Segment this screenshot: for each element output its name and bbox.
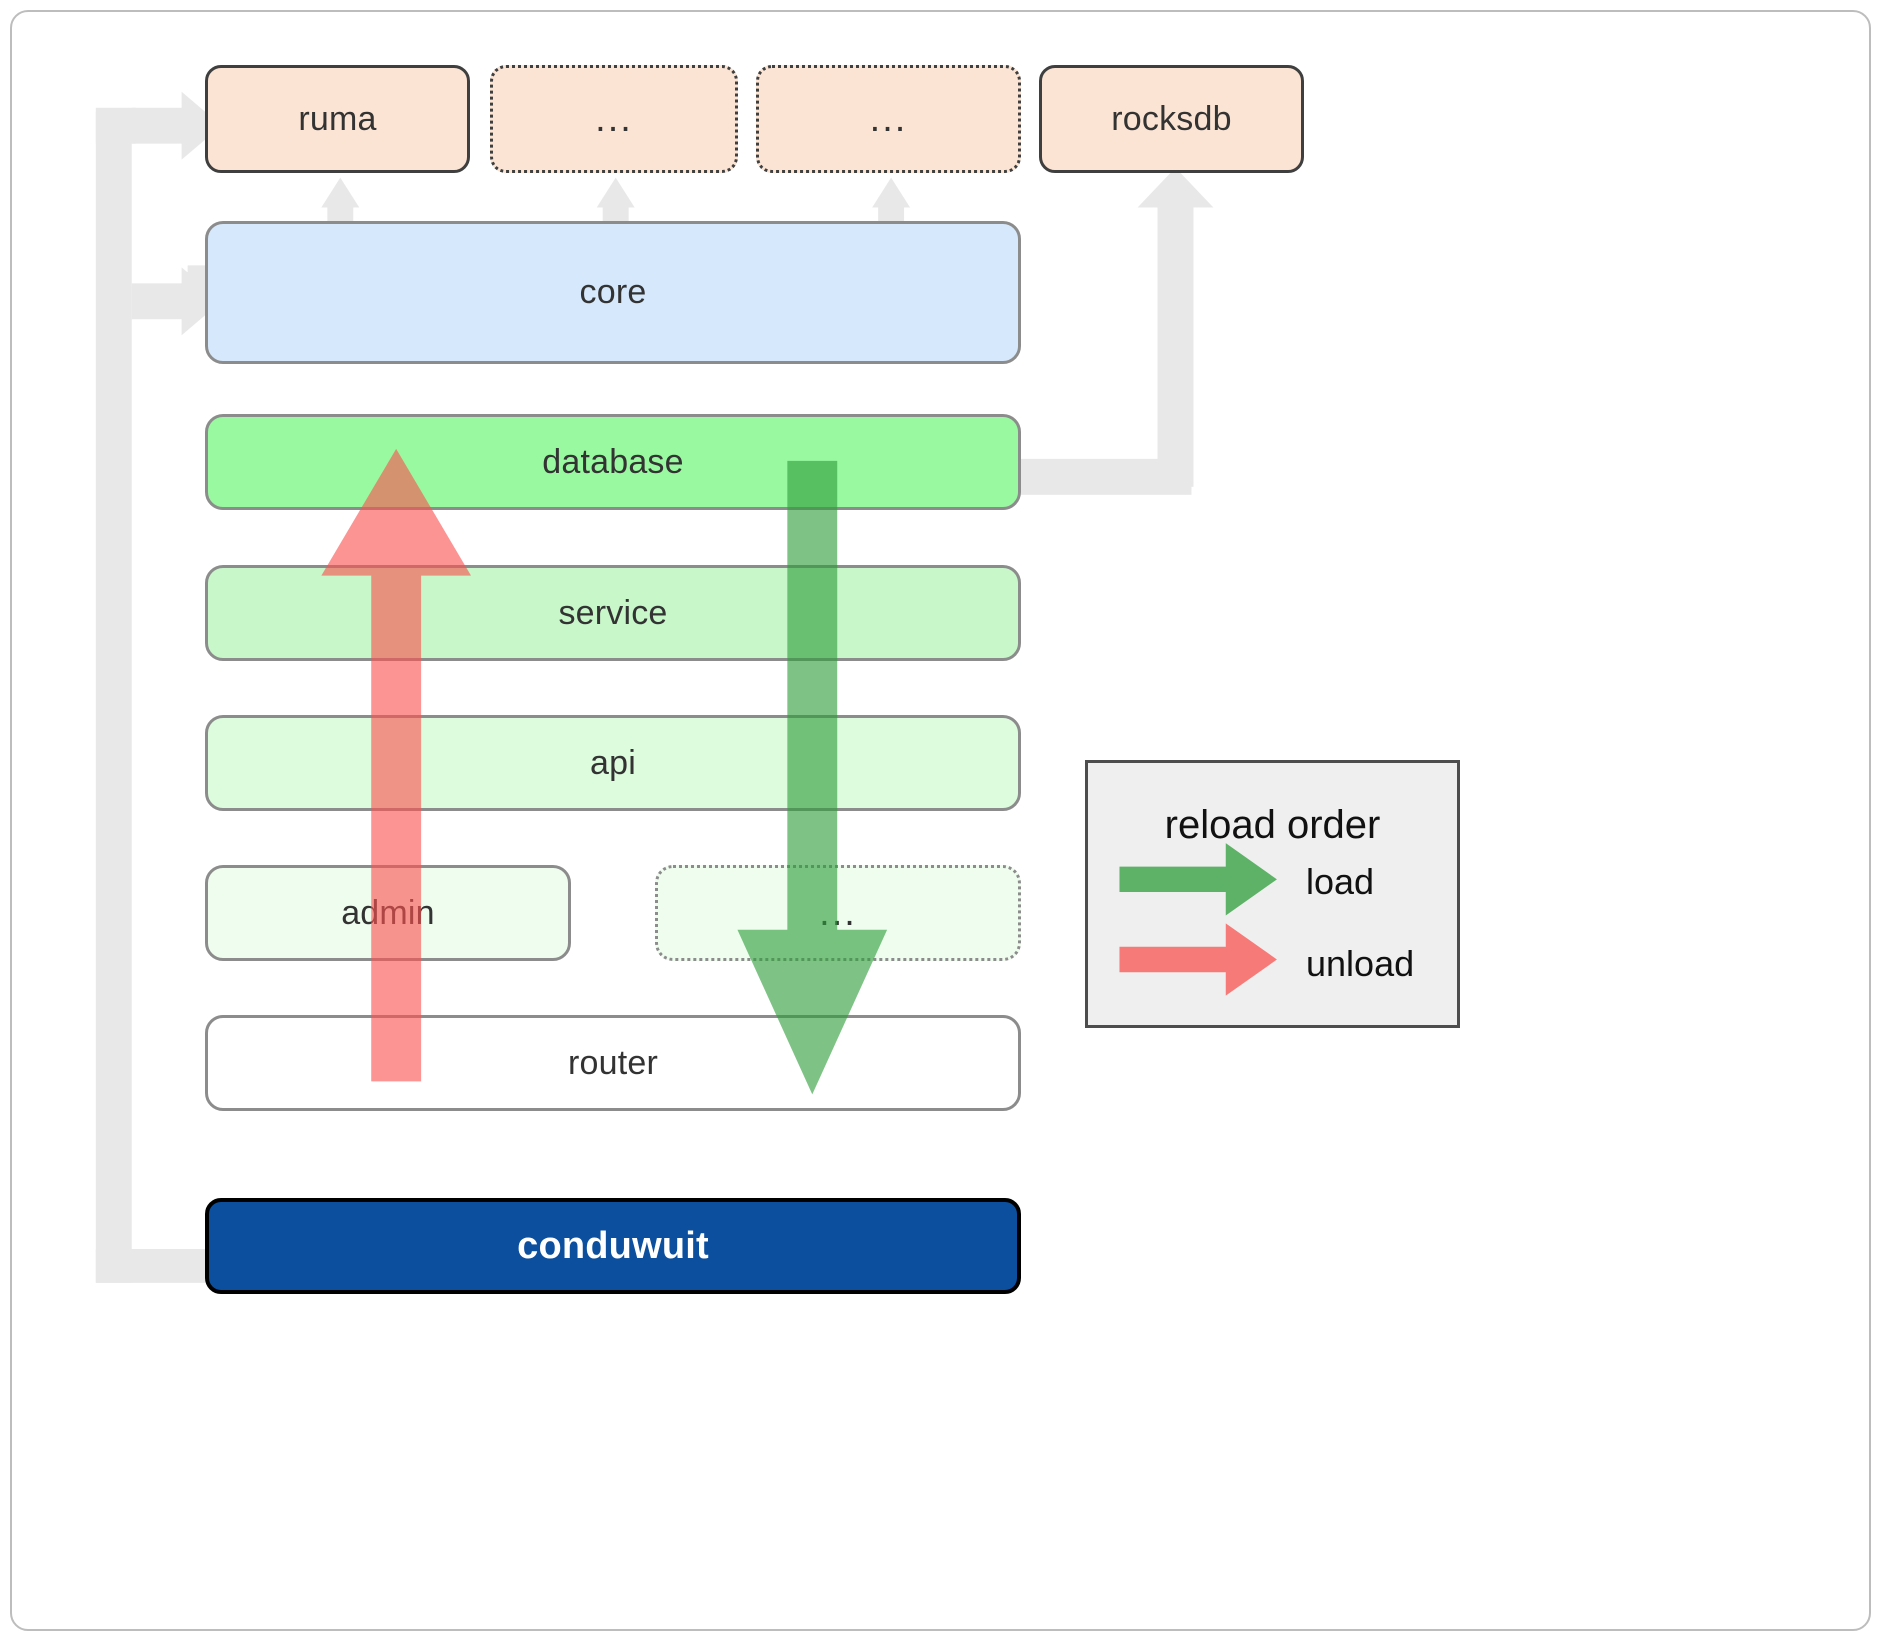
legend-arrow-graphics: [1119, 843, 1277, 996]
layer-box-service[interactable]: service: [205, 565, 1021, 661]
dependency-label-dep3: ...: [869, 97, 908, 140]
dependency-label-ruma: ruma: [298, 99, 377, 138]
legend-label-load: load: [1306, 861, 1375, 902]
layer-label-core: core: [579, 273, 647, 311]
layer-label-admin: admin: [341, 893, 435, 932]
dependency-box-ruma[interactable]: ruma: [205, 65, 470, 173]
layer-label-database: database: [542, 442, 684, 481]
layer-box-database[interactable]: database: [205, 414, 1021, 510]
layer-label-router: router: [567, 1043, 659, 1082]
dependency-label-rocksdb: rocksdb: [1111, 99, 1232, 138]
left-dependency-connector: [95, 91, 222, 1283]
layer-label-api: api: [590, 743, 636, 782]
layer-label-service: service: [558, 593, 668, 632]
legend-load-arrow: [1119, 843, 1277, 916]
layer-box-api[interactable]: api: [205, 715, 1021, 811]
legend-label-unload: unload: [1306, 943, 1415, 984]
dependency-box-dep2[interactable]: ...: [490, 65, 738, 173]
rocksdb-connector: [1019, 167, 1214, 495]
layer-box-core[interactable]: core: [205, 221, 1021, 364]
connector-layer: [95, 91, 1214, 1283]
application-box-conduwuit[interactable]: conduwuit: [205, 1198, 1021, 1294]
dependency-label-dep2: ...: [595, 97, 633, 140]
legend-panel: reload order load unload: [1085, 760, 1460, 1028]
legend-title: reload order: [1164, 803, 1381, 847]
dependency-box-rocksdb[interactable]: rocksdb: [1039, 65, 1304, 173]
layer-box-admin[interactable]: admin: [205, 865, 571, 961]
layer-box-router[interactable]: router: [205, 1015, 1021, 1111]
layer-box-moredots[interactable]: ...: [655, 865, 1021, 961]
diagram-frame: ruma ... ... rocksdb core database servi…: [10, 10, 1871, 1631]
application-label-conduwuit: conduwuit: [517, 1224, 709, 1267]
legend-unload-arrow: [1119, 923, 1277, 996]
layer-label-moredots: ...: [819, 891, 857, 934]
dependency-box-dep3[interactable]: ...: [756, 65, 1021, 173]
